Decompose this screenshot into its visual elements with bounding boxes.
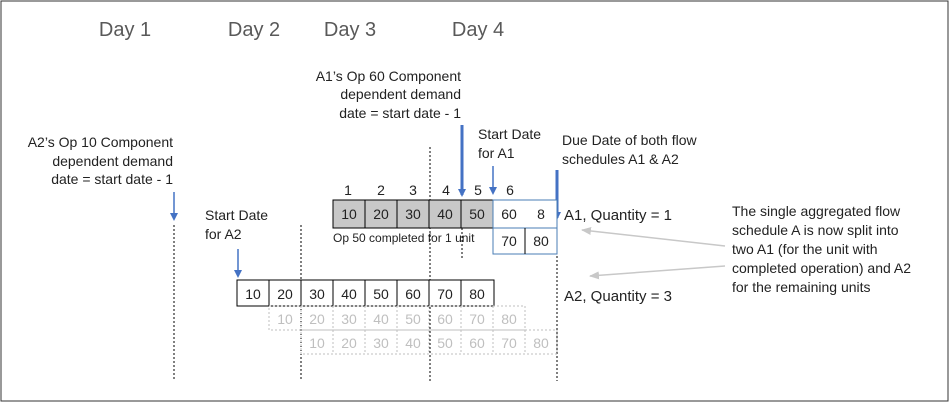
due-date-line-2: schedules A1 & A2 [562,151,679,167]
a2-op-cell: 20 [277,286,293,302]
a1-op-cell: 10 [341,206,357,222]
a1-completed-ops-block [332,199,494,229]
a2-op-cell: 40 [341,286,357,302]
a2-note-line-3: date = start date - 1 [51,171,173,187]
a2-op-cell: 50 [373,286,389,302]
a2-op-cell: 10 [245,286,261,302]
split-note-line-4: completed operation) and A2 [732,260,911,276]
ghost-op-cell: 30 [373,335,389,351]
a1-note-line-3: date = start date - 1 [339,105,461,121]
start-date-a1-line-1: Start Date [478,126,541,142]
a1-op-cell: 40 [437,206,453,222]
a2-note-line-2: dependent demand [52,153,173,169]
a1-op-cell: 80 [533,233,549,249]
a2-op10-note: A2’s Op 10 Component dependent demand da… [28,134,173,187]
ghost-op-cell: 10 [309,335,325,351]
ghost-op-cell: 80 [501,311,517,327]
ghost-op-cell: 50 [405,311,421,327]
ghost-op-cell: 10 [277,311,293,327]
a1-schedule-row-2: 70 80 [492,227,558,255]
split-note-line-2: schedule A is now split into [732,222,899,238]
ghost-op-cell: 20 [341,335,357,351]
op50-completed-note: Op 50 completed for 1 unit [333,231,475,245]
day-number: 4 [442,182,450,198]
start-date-a2-line-1: Start Date [205,207,268,223]
a1-op-cell: 20 [373,206,389,222]
ghost-op-cell: 70 [501,335,517,351]
day-number: 1 [344,182,352,198]
day-3-label: Day 3 [324,19,376,41]
a1-op-cell: 70 [501,233,517,249]
ghost-op-cell: 40 [373,311,389,327]
ghost-op-cell: 60 [437,311,453,327]
day-number: 3 [409,182,417,198]
day-4-label: Day 4 [452,19,504,41]
day-2-label: Day 2 [228,19,280,41]
ghost-op-cell: 30 [341,311,357,327]
start-date-a2-line-2: for A2 [205,226,242,242]
a2-ghost-row-2: 10 20 30 40 50 60 70 80 [300,329,558,355]
a1-quantity-label: A1, Quantity = 1 [564,207,672,224]
split-arrow-to-a1 [581,227,726,247]
a2-op-cell: 30 [309,286,325,302]
split-note-line-3: two A1 (for the unit with [732,241,878,257]
a1-op-cell: 60 [501,206,517,222]
a1-op-cell: 8 [537,206,545,222]
split-note-line-1: The single aggregated flow [732,203,901,219]
start-date-a1-line-2: for A1 [478,145,515,161]
a2-op-cell: 60 [405,286,421,302]
day-1-label: Day 1 [99,19,151,41]
a2-schedule-row: 10 20 30 40 50 60 70 80 [236,279,495,307]
split-note-line-5: for the remaining units [732,279,871,295]
a2-note-line-1: A2’s Op 10 Component [28,134,173,150]
a1-op-cell: 50 [469,206,485,222]
ghost-op-cell: 20 [309,311,325,327]
due-date-line-1: Due Date of both flow [562,132,698,148]
a1-op-cell: 30 [405,206,421,222]
ghost-op-cell: 60 [469,335,485,351]
split-note: The single aggregated flow schedule A is… [732,203,911,295]
ghost-op-cell: 70 [469,311,485,327]
a2-op-cell: 70 [437,286,453,302]
a1-note-line-1: A1’s Op 60 Component [316,68,461,84]
ghost-op-cell: 50 [437,335,453,351]
a1-op60-note: A1’s Op 60 Component dependent demand da… [316,68,461,121]
a1-schedule-row-1: 10 20 30 40 50 60 8 [332,199,558,229]
day-number: 6 [506,182,514,198]
a2-quantity-label: A2, Quantity = 3 [564,288,672,305]
a1-note-line-2: dependent demand [340,86,461,102]
a2-ghost-row-1: 10 20 30 40 50 60 70 80 [268,305,526,331]
day-number: 2 [377,182,385,198]
ghost-op-cell: 40 [405,335,421,351]
ghost-op-cell: 80 [533,335,549,351]
a2-op-cell: 80 [469,286,485,302]
day-number: 5 [474,182,482,198]
split-arrow-to-a2 [589,265,726,280]
day-numbers: 1 2 3 4 5 6 [344,182,514,198]
